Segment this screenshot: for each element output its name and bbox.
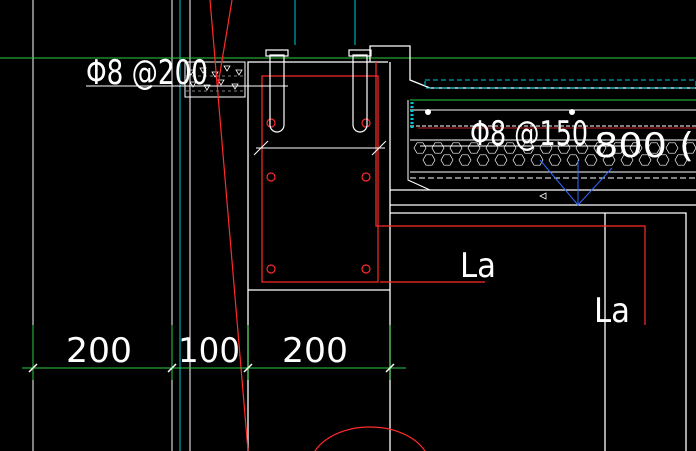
slab-bar-dot xyxy=(425,109,431,115)
break-mark xyxy=(371,140,387,156)
rebar-section xyxy=(361,172,371,182)
anchor-bolt-right xyxy=(352,54,368,133)
dimension-label-2: 100 xyxy=(178,331,240,371)
insulation-cell xyxy=(665,142,679,154)
beam-outline xyxy=(247,45,696,451)
slab-layers xyxy=(407,79,696,206)
insulation-cell xyxy=(422,154,436,166)
insulation-cell xyxy=(548,154,562,166)
parapet-edge xyxy=(369,45,696,89)
rebar-cage xyxy=(209,0,646,451)
anchor-wall-label: La xyxy=(594,291,630,331)
rebar-slab-label: Φ8 @150 xyxy=(470,114,588,154)
rebar-top-left-label: Φ8 @200 xyxy=(86,53,208,93)
stirrup xyxy=(261,75,379,283)
insulation-cell xyxy=(620,154,634,166)
insulation-cell xyxy=(593,142,607,154)
rebar-section xyxy=(361,264,371,274)
break-mark xyxy=(253,140,269,156)
insulation-cell xyxy=(539,142,553,154)
insulation-cell xyxy=(494,154,508,166)
insulation-cell xyxy=(683,142,696,154)
rebar-section xyxy=(266,118,276,128)
insulation-cell xyxy=(602,154,616,166)
insulation-cell xyxy=(557,142,571,154)
insulation-cell xyxy=(476,154,490,166)
dimension-chain: 200 100 200 xyxy=(22,325,406,380)
insulation-cell xyxy=(584,154,598,166)
insulation-cell xyxy=(656,154,670,166)
rebar-section xyxy=(266,264,276,274)
bolt-head xyxy=(348,49,372,57)
waterproof-layer xyxy=(424,79,696,89)
triangle-marker xyxy=(539,192,547,200)
drain-marker xyxy=(539,159,613,206)
dimension-tick xyxy=(385,363,395,373)
arc xyxy=(314,426,426,451)
inner-wall xyxy=(390,212,687,451)
slab-end xyxy=(407,100,431,191)
insulation-cell xyxy=(458,154,472,166)
insulation-cell xyxy=(440,154,454,166)
dimension-label-3: 200 xyxy=(282,331,348,371)
anchor-beam-label: La xyxy=(460,246,496,286)
insulation-cell xyxy=(647,142,661,154)
dimension-tick xyxy=(243,363,253,373)
insulation-cell xyxy=(611,142,625,154)
insulation-cell xyxy=(530,154,544,166)
insulation-cell xyxy=(413,142,427,154)
diagonal-line xyxy=(209,0,249,451)
beam-edge xyxy=(247,61,388,290)
bolt-head xyxy=(265,49,289,57)
insulation-cell xyxy=(485,142,499,154)
anchor-bolt-left xyxy=(269,54,285,133)
cyan-column-lines xyxy=(179,0,356,451)
insulation-cell xyxy=(503,142,517,154)
rebar-section xyxy=(361,118,371,128)
dimension-tick xyxy=(28,363,38,373)
anchor-bolts xyxy=(265,49,372,133)
insulation-cell xyxy=(521,142,535,154)
rebar-section xyxy=(266,172,276,182)
insulation-cell xyxy=(467,142,481,154)
anchor-bar xyxy=(375,62,646,325)
dimension-label-1: 200 xyxy=(66,331,132,371)
diagonal-line xyxy=(217,0,233,86)
insulation-cell xyxy=(638,154,652,166)
insulation-cell xyxy=(449,142,463,154)
slab-bar-dot xyxy=(569,109,575,115)
dimension-tick xyxy=(167,363,177,373)
insulation-cell xyxy=(512,154,526,166)
insulation-cell xyxy=(575,142,589,154)
insulation-cell xyxy=(629,142,643,154)
slab-size-label: 800 ( xyxy=(594,126,694,166)
insulation-cell xyxy=(566,154,580,166)
insulation-hatch xyxy=(413,142,696,166)
insulation-cell xyxy=(431,142,445,154)
insulation-cell xyxy=(674,154,688,166)
